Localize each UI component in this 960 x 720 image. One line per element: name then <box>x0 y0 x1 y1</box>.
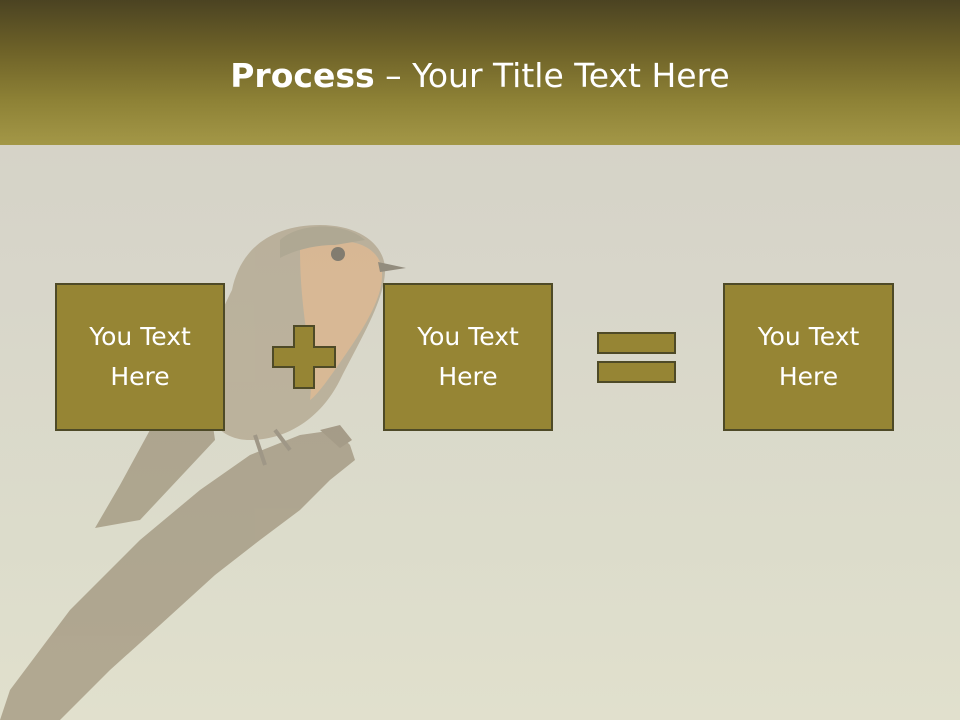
title-banner <box>0 0 960 145</box>
slide-title: Process – Your Title Text Here <box>0 52 960 100</box>
process-step-1-box: You Text Here <box>55 283 225 431</box>
process-result-box: You Text Here <box>723 283 894 431</box>
equals-icon <box>597 332 676 383</box>
robin-photo <box>0 225 406 720</box>
process-step-2-text: You Text Here <box>417 322 519 391</box>
title-bold: Process <box>230 56 375 95</box>
plus-icon <box>272 325 336 389</box>
process-step-1-text: You Text Here <box>89 322 191 391</box>
process-step-2-box: You Text Here <box>383 283 553 431</box>
process-result-text: You Text Here <box>757 322 860 391</box>
title-rest: – Your Title Text Here <box>374 56 730 95</box>
